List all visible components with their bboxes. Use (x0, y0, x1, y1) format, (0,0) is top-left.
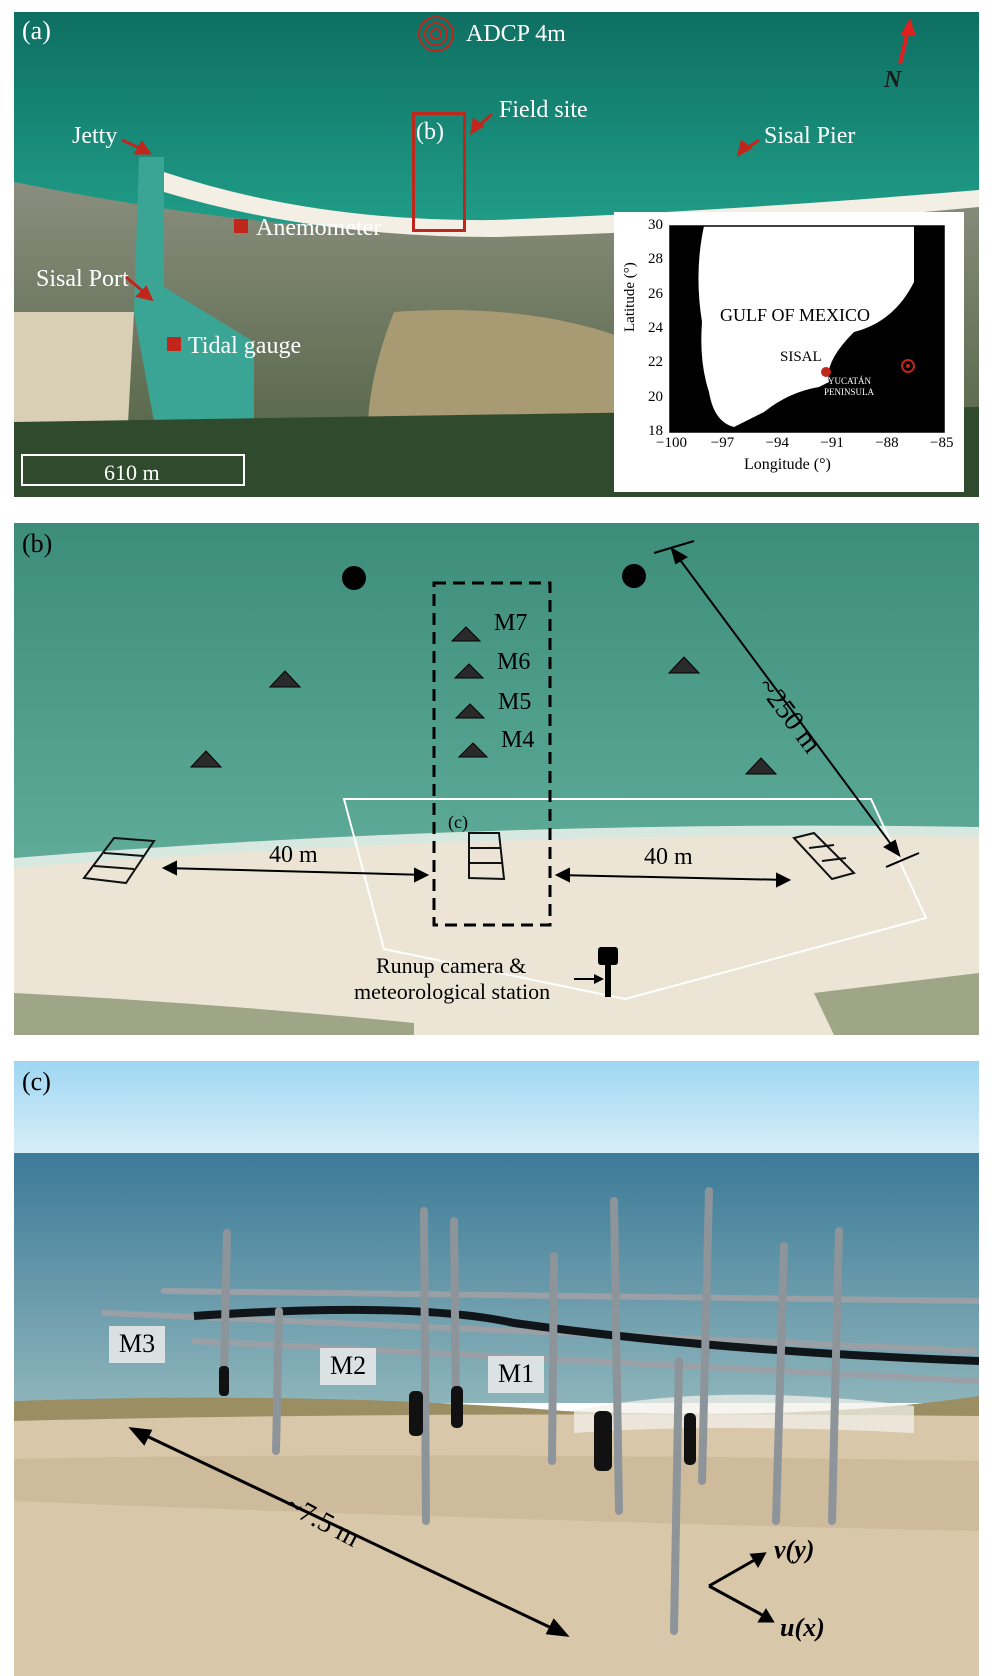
anemometer-label: Anemometer (256, 215, 382, 241)
frame-label-m3: M3 (109, 1326, 166, 1363)
frame-label-m6: M6 (497, 649, 531, 675)
inset-ytick-label: 18 (648, 423, 663, 439)
field-site-box (412, 112, 466, 232)
jetty-label: Jetty (72, 123, 118, 149)
sisal-pier-label: Sisal Pier (764, 123, 856, 149)
inset-xtick-label: −97 (710, 435, 735, 451)
camera-station-icon (574, 947, 618, 997)
camera-label-line2: meteorological station (354, 979, 551, 1004)
anemometer-marker (234, 219, 248, 233)
axis-u-label: u(x) (780, 1613, 825, 1642)
inset-xtick-label: −88 (875, 435, 899, 451)
field-site-label: Field site (499, 97, 588, 123)
distance-left-label: 40 m (269, 842, 318, 868)
inset-ytick-label: 22 (648, 354, 663, 371)
inset-ytick-label: 30 (648, 217, 663, 233)
frame-label-m2: M2 (320, 1348, 377, 1385)
north-label: N (884, 67, 902, 93)
aerial-image (14, 523, 979, 1035)
inset-ytick-label: 26 (648, 285, 663, 302)
panel-a-satellite-map: (a) ADCP 4m (b) Field site Jetty Sisal P… (14, 12, 979, 497)
inset-ytick-label: 20 (648, 388, 663, 405)
axis-v-label: v(y) (774, 1535, 815, 1564)
inset-sisal-label: SISAL (780, 349, 822, 365)
distance-right-label: 40 m (644, 844, 693, 870)
panel-b-aerial-photo: (b) M7 M6 M5 M4 (c) 40 m 40 m ~250 m Run… (14, 523, 979, 1035)
inset-peninsula-line2: PENINSULA (824, 387, 875, 397)
annotation-arrows (21, 18, 916, 486)
scale-bar-label: 610 m (104, 460, 160, 485)
frame-label-m1: M1 (488, 1356, 545, 1393)
frame-label-m5: M5 (498, 689, 532, 715)
adcp-marker-icon (418, 16, 454, 52)
inset-xtick-label: −94 (765, 435, 790, 451)
frame-label-m7: M7 (494, 610, 528, 636)
inset-xtick-label: −91 (820, 435, 844, 451)
inset-gulf-label: GULF OF MEXICO (720, 305, 871, 325)
inset-map: GULF OF MEXICO SISAL ADCP YUCATÁN PENINS… (614, 212, 964, 492)
panel-b-letter: (b) (22, 529, 53, 558)
inset-xlabel: Longitude (°) (744, 456, 831, 473)
inset-adcp-label: ADCP (866, 339, 907, 355)
panel-c-photo: (c) M3 M2 M1 ~7.5 m v(y) u(x) (14, 1061, 979, 1676)
panel-a-letter: (a) (22, 16, 51, 45)
camera-label-line1: Runup camera & (376, 953, 527, 978)
inset-xtick-label: −100 (656, 435, 687, 451)
frame-structures (82, 831, 856, 885)
inset-ytick-label: 24 (648, 320, 663, 336)
sub-panel-c-marker: (c) (448, 812, 468, 832)
panel-c-letter: (c) (22, 1067, 51, 1096)
inset-xtick-label: −85 (930, 435, 954, 451)
inset-peninsula-line1: YUCATÁN (828, 376, 872, 386)
frame-photo (14, 1061, 979, 1676)
frame-label-m4: M4 (501, 727, 535, 753)
inset-ytick-label: 28 (648, 251, 663, 268)
sisal-port-label: Sisal Port (36, 266, 129, 292)
tidal-gauge-marker (167, 337, 181, 351)
inset-map-plot (669, 225, 945, 433)
adcp-label: ADCP 4m (466, 21, 566, 47)
field-site-box-letter: (b) (416, 119, 444, 145)
tidal-gauge-label: Tidal gauge (188, 333, 302, 359)
inset-ylabel: Latitude (°) (622, 262, 638, 332)
